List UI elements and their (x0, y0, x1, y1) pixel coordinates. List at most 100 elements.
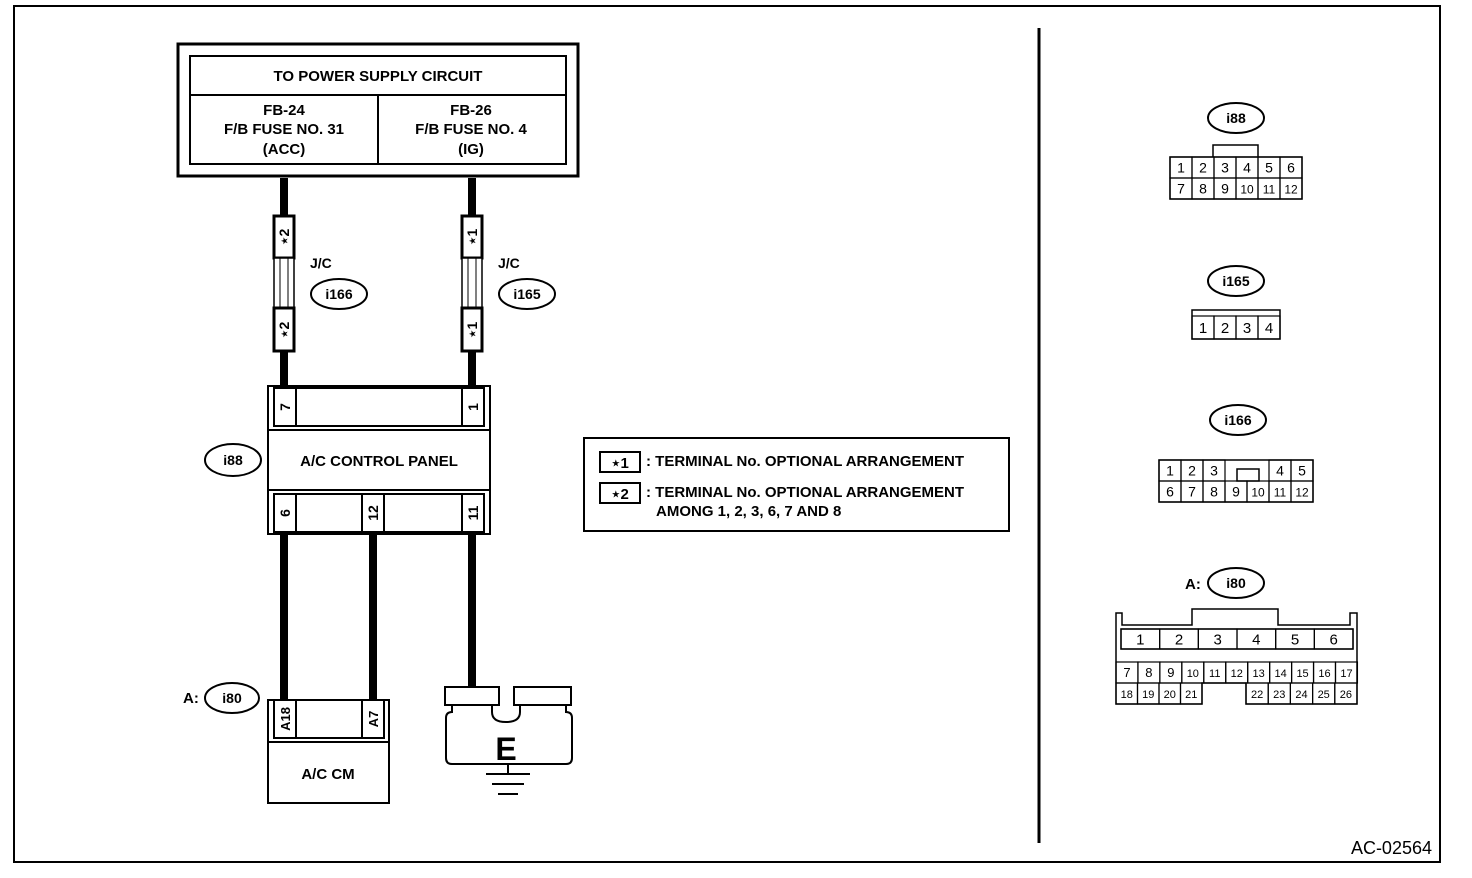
legend-mark-1: ⋆1 (611, 455, 629, 472)
accm-pin-a7: A7 (366, 711, 381, 728)
junction-left: ⋆2 ⋆2 J/C i166 (272, 214, 368, 353)
i80-r2-pin: 16 (1318, 668, 1330, 680)
i80-r2-pin: 17 (1340, 668, 1352, 680)
i88-r2-pin: 7 (1177, 181, 1185, 197)
i80-r3a-pin: 20 (1164, 689, 1176, 701)
panel-pin-6: 6 (277, 509, 293, 517)
i80-r3a-pin: 18 (1121, 689, 1133, 701)
i166-r1a-pin: 2 (1188, 463, 1196, 479)
accm-connector-label: i80 (222, 690, 242, 706)
junction-left-terminal-bottom: ⋆2 (276, 322, 292, 339)
i80-r2-pin: 9 (1167, 665, 1174, 680)
i88-r2-cell (1279, 177, 1303, 200)
legend-box: ⋆1 : TERMINAL No. OPTIONAL ARRANGEMENT ⋆… (583, 437, 1010, 532)
i80-r3a-pin: 21 (1185, 689, 1197, 701)
i88-r2-pin: 10 (1240, 183, 1254, 197)
i80-r1-pin: 5 (1291, 631, 1299, 648)
i88-r2-pin: 9 (1221, 181, 1229, 197)
panel-pin-7: 7 (277, 403, 293, 411)
connector-i166-label: i166 (325, 286, 352, 302)
i80-r3b-pin: 23 (1273, 689, 1285, 701)
connector-i165-oval (498, 278, 556, 310)
junction-right-terminal-top: ⋆1 (464, 229, 480, 246)
i80-r1-pin: 4 (1252, 631, 1260, 648)
power-supply-box: TO POWER SUPPLY CIRCUIT FB-24 F/B FUSE N… (176, 42, 580, 178)
supply-left-line3: (ACC) (263, 141, 306, 158)
i166-r2-pin: 6 (1166, 484, 1174, 500)
i80-r1-pin: 3 (1214, 631, 1222, 648)
supply-left-line2: F/B FUSE NO. 31 (224, 121, 344, 138)
junction-right-terminal-bottom: ⋆1 (464, 322, 480, 339)
i166-r1b-pin: 5 (1298, 463, 1306, 479)
view-i80-prefix: A: (1185, 576, 1201, 593)
accm-prefix: A: (183, 690, 199, 707)
supply-right-line1: FB-26 (450, 102, 492, 119)
view-i166-label: i166 (1224, 412, 1251, 428)
panel-pin-12: 12 (365, 505, 381, 521)
i80-r3b-pin: 24 (1295, 689, 1307, 701)
i166-r1a-pin: 3 (1210, 463, 1218, 479)
i80-r2-pin: 11 (1209, 668, 1220, 680)
i80-r2-pin: 7 (1123, 665, 1130, 680)
i80-r1-pin: 6 (1330, 631, 1338, 648)
connector-i165-label: i165 (513, 286, 540, 302)
supply-right-line3: (IG) (458, 141, 484, 158)
outer-frame (13, 5, 1441, 863)
legend-text-1: : TERMINAL No. OPTIONAL ARRANGEMENT (646, 453, 964, 470)
i88-r2-pin: 8 (1199, 181, 1207, 197)
i165-r1-pin: 4 (1265, 320, 1273, 337)
i165-r1-cell (1257, 315, 1281, 340)
i166-r2-pin: 10 (1251, 486, 1265, 500)
i165-r1-pin: 2 (1221, 320, 1229, 337)
i80-r3b-pin: 26 (1340, 689, 1352, 701)
control-panel-name: A/C CONTROL PANEL (300, 453, 458, 470)
i80-r1-pin: 1 (1136, 631, 1144, 648)
i80-r2-pin: 12 (1231, 668, 1243, 680)
i80-r1-pin: 2 (1175, 631, 1183, 648)
view-i80-label: i80 (1226, 575, 1246, 591)
junction-left-label: J/C (310, 255, 332, 271)
i88-r1-pin: 3 (1221, 160, 1229, 176)
i166-r1b-pin: 4 (1276, 463, 1284, 479)
i88-r2-pin: 12 (1284, 183, 1298, 197)
legend-text-2b: AMONG 1, 2, 3, 6, 7 AND 8 (656, 503, 841, 520)
view-i165-label: i165 (1222, 273, 1249, 289)
supply-title: TO POWER SUPPLY CIRCUIT (274, 68, 483, 85)
panel-pin-1: 1 (465, 403, 481, 411)
accm-pin-a18: A18 (278, 707, 293, 731)
junction-right-label: J/C (498, 255, 520, 271)
i80-r2-pin: 13 (1253, 668, 1265, 680)
wires (280, 178, 476, 700)
ac-cm: A18 A7 A/C CM A: i80 (183, 682, 390, 804)
i88-r1-pin: 4 (1243, 160, 1251, 176)
ac-control-panel: 7 1 6 12 11 A/C CONTROL PANEL i88 (204, 385, 491, 535)
legend-mark-2: ⋆2 (611, 486, 629, 503)
i88-r1-pin: 6 (1287, 160, 1295, 176)
accm-name: A/C CM (301, 766, 354, 783)
supply-left-line1: FB-24 (263, 102, 305, 119)
i80-r2-pin: 14 (1274, 668, 1286, 680)
i166-r2-pin: 9 (1232, 484, 1240, 500)
i166-r2-pin: 11 (1274, 486, 1287, 500)
i80-r3a-cell (1179, 682, 1203, 705)
i88-r1-pin: 2 (1199, 160, 1207, 176)
panel-pin-11: 11 (465, 505, 481, 520)
i166-r1a-pin: 1 (1166, 463, 1174, 479)
i165-r1-pin: 1 (1199, 320, 1207, 337)
i166-r2-pin: 8 (1210, 484, 1218, 500)
ground-symbol: E (444, 686, 573, 795)
connector-i88-label: i88 (223, 452, 243, 468)
i80-r1-cell (1313, 628, 1354, 650)
i166-r2-pin: 7 (1188, 484, 1196, 500)
i80-r2-pin: 8 (1145, 665, 1152, 680)
connector-i80-oval-main (204, 682, 260, 714)
i80-r2-pin: 10 (1187, 668, 1199, 680)
junction-left-terminal-top: ⋆2 (276, 229, 292, 246)
i88-r1-pin: 5 (1265, 160, 1273, 176)
i80-r3a-pin: 19 (1142, 689, 1154, 701)
i88-r2-pin: 11 (1263, 183, 1276, 197)
